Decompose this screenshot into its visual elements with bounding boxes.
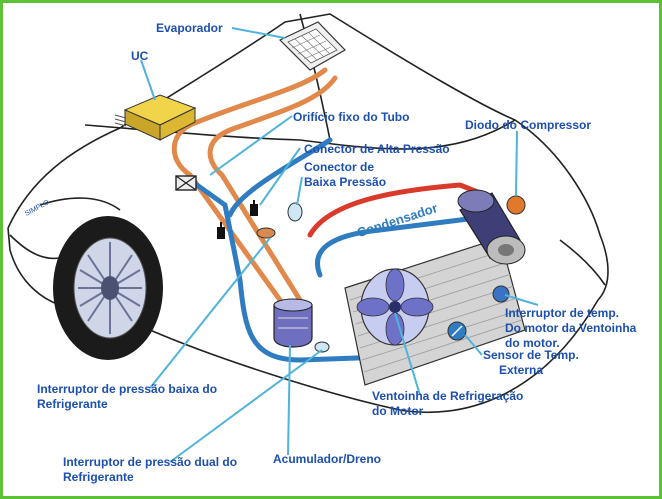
pressure-connectors	[217, 200, 258, 239]
orifice-tube-fitting	[175, 175, 197, 191]
label-conector-alta: Conector de Alta Pressão	[304, 142, 450, 156]
label-uc: UC	[131, 49, 149, 63]
label-interruptor-temp: Interruptor de temp. Do motor da Ventoin…	[505, 306, 637, 350]
label-interruptor-baixa: Interruptor de pressão baixa do Refriger…	[37, 382, 218, 411]
label-interruptor-dual: Interruptor de pressão dual do Refrigera…	[63, 455, 238, 484]
compressor	[457, 189, 526, 265]
evaporator-unit	[278, 21, 346, 71]
cooling-fan	[356, 268, 434, 346]
front-wheel	[53, 216, 163, 360]
external-temp-sensor	[447, 321, 467, 341]
fan-temp-switch	[492, 285, 510, 303]
label-sensor-temp: Sensor de Temp. Externa	[483, 348, 579, 377]
leader-lines	[140, 27, 539, 463]
label-ventoinha: Ventoinha de Refrigeração do Motor	[372, 389, 524, 418]
refrigerant-lines	[171, 67, 499, 363]
label-orificio-fixo: Orifício fixo do Tubo	[293, 110, 410, 124]
label-acumulador: Acumulador/Dreno	[273, 452, 382, 466]
label-evaporador: Evaporador	[156, 21, 223, 35]
label-conector-baixa: Conector de Baixa Pressão	[304, 160, 387, 189]
low-pressure-cap	[256, 202, 303, 239]
compressor-diode	[506, 195, 526, 215]
uc-control-unit	[114, 94, 197, 141]
accumulator-drier	[273, 298, 330, 353]
label-diodo-compressor: Diodo do Compressor	[465, 118, 592, 132]
